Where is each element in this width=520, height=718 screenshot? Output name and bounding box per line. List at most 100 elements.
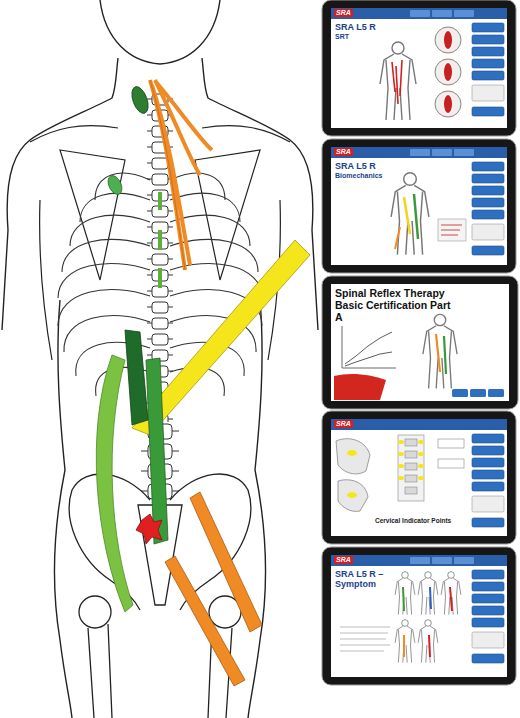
tablet-frame [444, 31, 452, 49]
tablet-frame [322, 276, 518, 409]
tablet-frame [395, 227, 400, 249]
tablet-frame [398, 440, 404, 444]
back-figure [2, 58, 118, 330]
tablet-frame [470, 389, 486, 397]
rib-cage [95, 173, 150, 200]
muscles [165, 556, 245, 686]
tablet-frame [398, 476, 404, 480]
muscles [150, 80, 212, 270]
tablet-screen: SRACervical Indicator Points [331, 419, 507, 536]
muscles [125, 330, 148, 425]
tablet-frame [429, 635, 430, 657]
tablet-frame [347, 492, 357, 498]
tablet-frame [405, 475, 417, 482]
tablet-frame [430, 587, 431, 609]
tablet-frame [435, 27, 461, 53]
tablet-frame [403, 635, 405, 657]
tablet-frame [444, 336, 446, 374]
screen-title: SRA L5 R [335, 22, 376, 32]
tablet-frame [338, 480, 368, 512]
tablet-frame [472, 434, 504, 527]
screen-caption: Cervical Indicator Points [375, 517, 471, 524]
tablet-frame [395, 572, 415, 615]
back-figure [40, 200, 52, 360]
screen-title: SRA L5 R – Symptom [335, 569, 393, 589]
tablet-frame [418, 452, 424, 456]
tablet-frame [441, 572, 461, 615]
tablet-frame [342, 326, 396, 368]
tablet-frame [322, 139, 516, 273]
tablet-frame [403, 587, 404, 611]
tablet-frame [438, 439, 464, 448]
tablet-frame [331, 419, 507, 430]
tablet-frame [380, 42, 416, 120]
tablet-screen: SRA SRA L5 R – Symptom [331, 555, 507, 677]
tablet-frame [322, 411, 516, 544]
tablet-frame [435, 59, 461, 85]
tablet-frame [391, 173, 429, 255]
tablet-frame [340, 627, 390, 651]
logo-badge: SRA [334, 9, 353, 17]
tablet-frame [322, 547, 516, 685]
rib-cage [70, 215, 150, 246]
screen-title: SRA L5 R [335, 161, 376, 171]
tablet-frame [423, 314, 457, 388]
tablet-frame [405, 487, 417, 494]
tablet-frame [472, 23, 504, 116]
tablet-frame [438, 459, 464, 468]
tablet-frame [418, 476, 424, 480]
screen-subtitle: SRT [335, 33, 349, 41]
tablet-frame [444, 63, 452, 81]
tablet-frame [322, 276, 518, 409]
tablet-frame [444, 95, 452, 113]
tablet-frame [336, 439, 370, 474]
tablet-frame [398, 452, 404, 456]
tablet-frame [435, 91, 461, 117]
tablet-frame [398, 435, 424, 501]
logo-badge: SRA [334, 556, 353, 564]
tablet-frame [438, 219, 466, 241]
tablet-frame [331, 8, 507, 128]
rib-cage [58, 289, 150, 326]
tablet-frame [331, 8, 507, 19]
tablet-frame [322, 411, 516, 544]
muscles [150, 80, 185, 270]
tablet-frame [405, 439, 417, 446]
tablet-frame [410, 557, 474, 564]
tablet-frame [410, 149, 474, 156]
tablet-frame [418, 440, 424, 444]
tablet-frame [322, 139, 516, 273]
tablet-frame [410, 10, 474, 17]
tablet-screen: SRA SRA L5 RSRT [331, 8, 507, 128]
muscles [96, 80, 310, 686]
muscles [129, 84, 152, 115]
tablet-frame [322, 547, 516, 685]
tablet-frame [331, 147, 507, 158]
tablet-frame [414, 194, 418, 239]
rib-cage [62, 239, 150, 272]
tablet-frame [345, 352, 392, 366]
tablet-frame [347, 450, 357, 456]
muscles [158, 192, 162, 288]
tablet-frame [404, 197, 410, 234]
tablet-frame [452, 389, 468, 397]
tablet-frame [322, 0, 516, 136]
tablet-frame [395, 620, 415, 663]
tablet-frame [450, 587, 452, 611]
tablet-frame [472, 162, 504, 255]
muscles [96, 355, 133, 612]
tablet-frame [472, 570, 504, 663]
back-figure [100, 0, 220, 64]
tablet-frame [418, 572, 438, 615]
tablet-frame [488, 389, 504, 397]
tablet-frame [334, 374, 386, 400]
tablet-frame [436, 334, 440, 372]
tablet-frame [418, 620, 438, 663]
tablet-frame [345, 332, 392, 364]
pelvis [79, 596, 111, 628]
tablet-frame [331, 147, 507, 265]
logo-badge: SRA [334, 148, 353, 156]
rib-cage [80, 193, 150, 222]
